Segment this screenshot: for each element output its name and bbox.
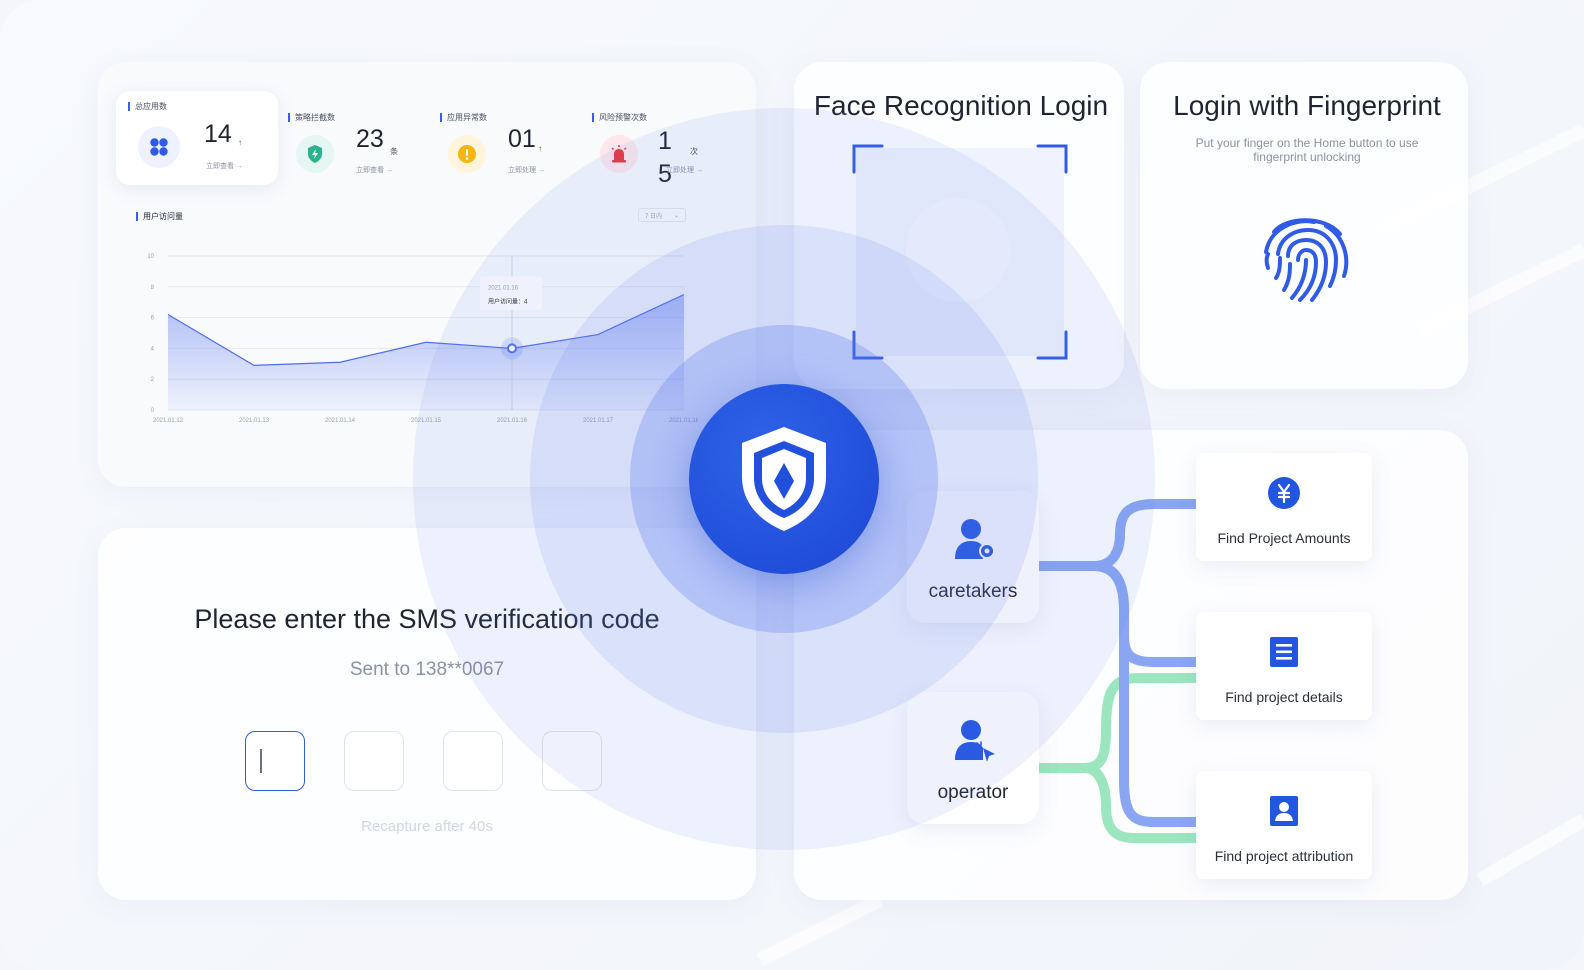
stat-label: 总应用数 xyxy=(128,102,167,111)
stat-value: 01 xyxy=(508,125,536,153)
stat-value: 23 xyxy=(356,125,384,153)
stat-label: 策略拦截数 xyxy=(288,113,335,122)
find-label: Find project details xyxy=(1225,689,1343,705)
stat-link[interactable]: 立即处理 → xyxy=(508,167,545,174)
stat-link[interactable]: 立即处理 → xyxy=(666,167,703,174)
find-amounts-card[interactable]: Find Project Amounts xyxy=(1196,453,1372,561)
y-tick-label: 8 xyxy=(151,285,155,291)
highlight-point xyxy=(507,343,517,354)
fingerprint-icon[interactable] xyxy=(1256,208,1356,308)
series-area xyxy=(168,294,684,410)
role-label: caretakers xyxy=(928,581,1018,602)
document-icon xyxy=(1270,637,1298,667)
face-login-card: Face Recognition Login xyxy=(794,62,1124,389)
range-select-value: 7 日内 xyxy=(645,213,663,220)
y-tick-label: 0 xyxy=(151,408,155,414)
sms-sent-to: Sent to 138**0067 xyxy=(349,659,505,680)
tooltip-value: 用户访问量：4 xyxy=(488,297,528,305)
y-tick-label: 2 xyxy=(151,377,155,383)
arrow-up-icon: ↑ xyxy=(238,138,242,147)
y-tick-label: 4 xyxy=(151,346,155,352)
visits-chart: 0 2 4 6 8 10 2021.01.12 2021.01.13 2021.01.14 202… xyxy=(147,254,698,424)
user-click-icon xyxy=(955,720,995,762)
fingerprint-subtitle: Put your finger on the Home button to us… xyxy=(1195,136,1419,164)
sms-title: Please enter the SMS verification code xyxy=(194,604,660,634)
user-settings-icon xyxy=(955,519,995,559)
warning-icon xyxy=(448,135,486,173)
code-input-1[interactable] xyxy=(245,731,305,791)
shield-diamond-icon xyxy=(742,427,826,531)
find-label: Find Project Amounts xyxy=(1217,530,1351,546)
tooltip-box xyxy=(480,276,542,311)
series-line xyxy=(167,293,685,366)
find-details-card[interactable]: Find project details xyxy=(1196,612,1372,720)
find-attribution-card[interactable]: Find project attribution xyxy=(1196,771,1372,879)
code-input-3[interactable] xyxy=(443,731,503,791)
user-card-icon xyxy=(1270,796,1298,826)
tooltip-date: 2021.01.16 xyxy=(488,285,519,291)
alarm-icon xyxy=(600,135,638,173)
stat-value: 15 xyxy=(658,127,672,188)
apps-icon xyxy=(138,126,180,168)
role-operator[interactable]: operator xyxy=(907,692,1039,824)
chevron-down-icon: ⌄ xyxy=(673,212,679,219)
fingerprint-login-card: Login with Fingerprint Put your finger o… xyxy=(1140,62,1468,389)
code-input-2[interactable] xyxy=(344,731,404,791)
fingerprint-title: Login with Fingerprint xyxy=(1173,90,1441,121)
resend-countdown[interactable]: Recapture after 40s xyxy=(361,818,493,835)
x-tick-label: 2021.01.12 xyxy=(153,418,184,424)
stat-unit: 次 xyxy=(690,147,698,156)
stat-label: 应用异常数 xyxy=(440,113,487,122)
stat-unit: 条 xyxy=(390,147,398,156)
x-tick-label: 2021.01.13 xyxy=(239,418,270,424)
y-tick-label: 10 xyxy=(147,254,154,260)
face-scan-frame-icon[interactable] xyxy=(852,144,1068,360)
security-badge[interactable] xyxy=(689,384,879,574)
chart-title: 用户访问量 xyxy=(136,212,183,221)
face-title: Face Recognition Login xyxy=(813,90,1109,121)
yuan-icon xyxy=(1268,477,1300,509)
arrow-up-icon: ↑ xyxy=(538,144,542,153)
code-input-4[interactable] xyxy=(542,731,602,791)
x-tick-label: 2021.01.14 xyxy=(325,418,356,424)
x-tick-label: 2021.01.15 xyxy=(411,418,442,424)
find-label: Find project attribution xyxy=(1214,848,1354,864)
stat-label: 风险预警次数 xyxy=(592,113,647,122)
role-caretakers[interactable]: caretakers xyxy=(907,491,1039,623)
text-caret xyxy=(260,749,262,773)
stat-link[interactable]: 立即查看 → xyxy=(206,163,243,170)
range-select[interactable]: 7 日内 ⌄ xyxy=(638,208,686,222)
x-tick-label: 2021.01.18 xyxy=(669,418,698,424)
x-tick-label: 2021.01.17 xyxy=(583,418,614,424)
stat-value: 14 xyxy=(204,120,232,148)
y-tick-label: 6 xyxy=(151,316,155,322)
role-label: operator xyxy=(937,782,1009,803)
connection-lines xyxy=(1035,499,1201,843)
shield-bolt-icon xyxy=(296,135,334,173)
x-tick-label: 2021.01.16 xyxy=(497,418,528,424)
stat-link[interactable]: 立即查看 → xyxy=(356,167,393,174)
sms-verification-card: Please enter the SMS verification code S… xyxy=(98,528,756,900)
dashboard-card: 总应用数 14 ↑ 立即查看 → 策略拦截数 23 条 立即查看 → 应用异常数… xyxy=(98,62,756,487)
